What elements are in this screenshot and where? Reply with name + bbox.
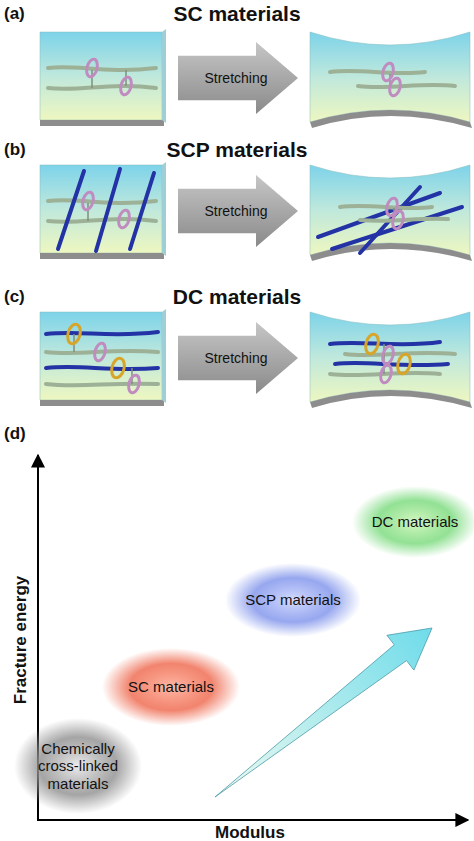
cross-link bbox=[91, 70, 93, 88]
arrow-label: Stretching bbox=[204, 70, 271, 86]
scp-illustration bbox=[40, 162, 472, 261]
second-network-chain bbox=[46, 332, 158, 334]
panel-letter: (d) bbox=[4, 425, 26, 442]
gel-block bbox=[40, 162, 166, 259]
ring bbox=[379, 364, 393, 384]
cross-link bbox=[87, 203, 89, 221]
second-network-chain bbox=[58, 171, 84, 249]
dc-illustration bbox=[40, 309, 472, 408]
axis-title: Modulus bbox=[215, 824, 285, 841]
panel-letter: (c) bbox=[4, 288, 25, 305]
block-arrow bbox=[178, 42, 298, 114]
polymer-chain bbox=[48, 86, 156, 89]
second-network-chain bbox=[46, 367, 158, 369]
trend-arrow bbox=[215, 628, 432, 797]
ring bbox=[391, 210, 405, 230]
stretched-gel-block bbox=[310, 165, 472, 261]
region-label: SCP materials bbox=[245, 591, 341, 608]
region-ellipse bbox=[225, 563, 361, 637]
polymer-chain bbox=[46, 384, 158, 386]
panel-title: DC materials bbox=[173, 286, 301, 307]
property-region: SCP materials bbox=[225, 563, 361, 637]
region-ellipse bbox=[14, 718, 142, 814]
panel-letter: (a) bbox=[4, 5, 25, 22]
second-network-chain bbox=[96, 169, 120, 251]
stretched-gel-block bbox=[310, 312, 472, 408]
region-label: SC materials bbox=[128, 678, 214, 695]
x-axis bbox=[37, 819, 468, 821]
polymer-chain bbox=[358, 85, 455, 87]
polymer-chain bbox=[48, 67, 156, 70]
stretching-arrow: Stretching bbox=[178, 42, 298, 114]
polymer-chain bbox=[48, 200, 156, 203]
stretching-arrow: Stretching bbox=[178, 175, 298, 247]
polymer-chain bbox=[330, 373, 440, 375]
panel-letter: (b) bbox=[4, 141, 26, 158]
ring bbox=[81, 191, 95, 211]
polymer-chain bbox=[345, 353, 455, 355]
ring bbox=[117, 209, 131, 229]
region-label: DC materials bbox=[372, 513, 459, 530]
property-region: DC materials bbox=[352, 486, 474, 558]
second-network-chain bbox=[130, 173, 154, 249]
stretching-arrow: Stretching bbox=[178, 322, 298, 394]
block-arrow bbox=[178, 175, 298, 247]
ring bbox=[127, 374, 141, 394]
ring bbox=[85, 58, 99, 78]
gel-block bbox=[40, 29, 166, 126]
polymer-chain bbox=[46, 351, 158, 353]
property-region: SC materials bbox=[102, 648, 240, 726]
second-network-chain bbox=[330, 342, 440, 344]
sc-illustration bbox=[40, 29, 472, 128]
ring bbox=[381, 345, 395, 365]
second-network-chain bbox=[332, 207, 462, 249]
region-label: Chemically cross-linked materials bbox=[28, 740, 128, 792]
ring bbox=[93, 342, 107, 362]
ring bbox=[364, 333, 381, 355]
arrow-label: Stretching bbox=[204, 350, 271, 366]
second-network-chain bbox=[335, 363, 448, 365]
region-ellipse bbox=[352, 486, 474, 558]
stretched-gel-block bbox=[310, 32, 472, 128]
polymer-chain bbox=[330, 71, 425, 73]
property-region: Chemically cross-linked materials bbox=[14, 718, 142, 814]
region-ellipse bbox=[102, 648, 240, 726]
ring bbox=[119, 76, 133, 96]
arrow-label: Stretching bbox=[204, 203, 271, 219]
gel-block bbox=[40, 309, 166, 406]
ring bbox=[396, 353, 413, 375]
panel-title: SC materials bbox=[173, 3, 300, 24]
block-arrow bbox=[178, 322, 298, 394]
ring bbox=[66, 323, 83, 345]
ring bbox=[110, 357, 127, 379]
axis-title: Fracture energy bbox=[12, 576, 29, 705]
panel-title: SCP materials bbox=[167, 139, 308, 160]
ring bbox=[388, 77, 402, 97]
